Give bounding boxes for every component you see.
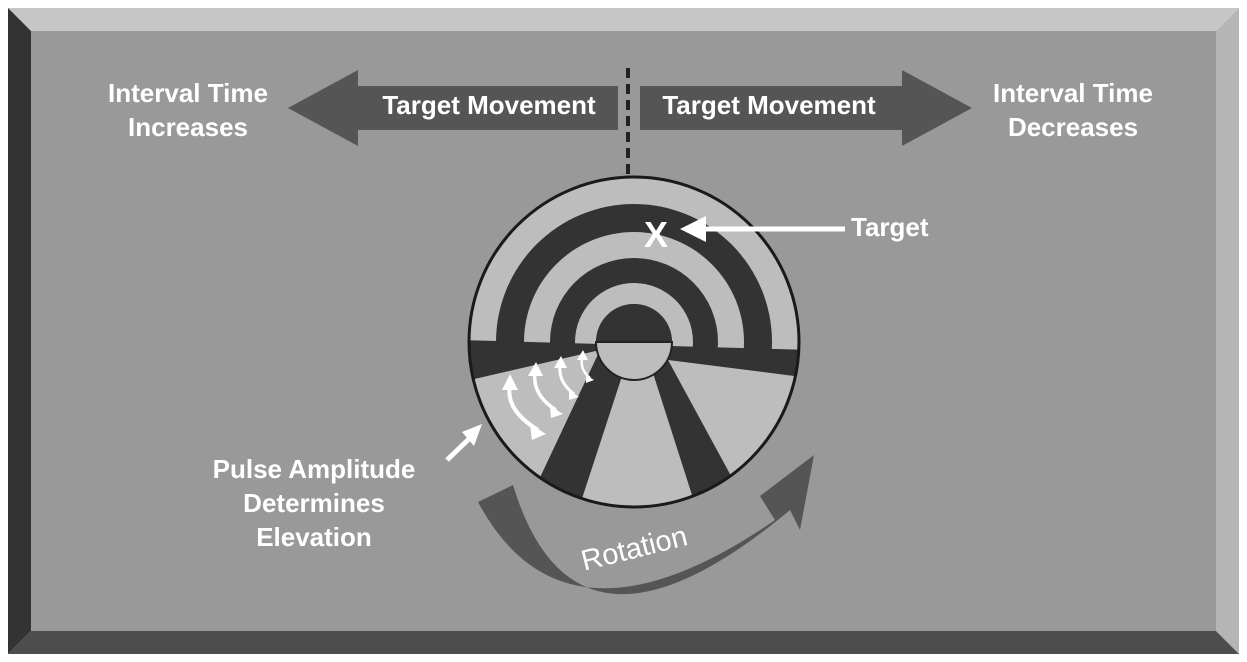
elevation-arrowhead — [577, 350, 588, 360]
arrow-left — [288, 70, 618, 146]
frame-bevel-left — [8, 8, 31, 654]
elevation-arrowhead — [530, 424, 546, 440]
target-movement-left-label: Target Movement — [382, 90, 596, 120]
elevation-arrowhead — [554, 356, 567, 368]
interval-time-increases-label: Interval Time Increases — [108, 76, 268, 144]
elevation-arrowheads — [502, 350, 594, 440]
elevation-arrowhead — [550, 406, 563, 418]
elevation-arrowhead — [502, 374, 518, 390]
frame-bevel-top — [8, 8, 1239, 31]
pulse-pointer-shaft — [445, 434, 474, 462]
pulse-line-2: Determines — [243, 488, 385, 518]
pulse-pointer-head — [462, 424, 482, 446]
radar-scope — [469, 177, 799, 507]
arrow-right — [640, 70, 972, 146]
interval-decreases-line-2: Decreases — [1007, 112, 1139, 142]
pulse-line-3: Elevation — [256, 522, 372, 552]
interval-increases-line-2: Increases — [128, 112, 248, 142]
elevation-arrowhead — [528, 362, 543, 376]
elevation-arrowhead — [569, 390, 579, 400]
target-pointer-head — [680, 216, 706, 242]
target-movement-right-label: Target Movement — [662, 90, 876, 120]
radar-hub-lower — [594, 341, 674, 381]
target-label: Target — [851, 212, 929, 242]
frame-bevel-right — [1216, 8, 1239, 654]
pulse-amplitude-label: Pulse Amplitude Determines Elevation — [213, 452, 416, 554]
radar-border — [467, 175, 801, 509]
interval-decreases-line-1: Interval Time — [993, 78, 1153, 108]
frame-bevel-bottom — [8, 631, 1239, 654]
elevation-arrowhead — [586, 375, 594, 383]
interval-increases-line-1: Interval Time — [108, 78, 268, 108]
target-marker: X — [644, 214, 668, 255]
interval-time-decreases-label: Interval Time Decreases — [993, 76, 1153, 144]
radar-sector-center — [575, 370, 700, 507]
pulse-line-1: Pulse Amplitude — [212, 454, 416, 484]
